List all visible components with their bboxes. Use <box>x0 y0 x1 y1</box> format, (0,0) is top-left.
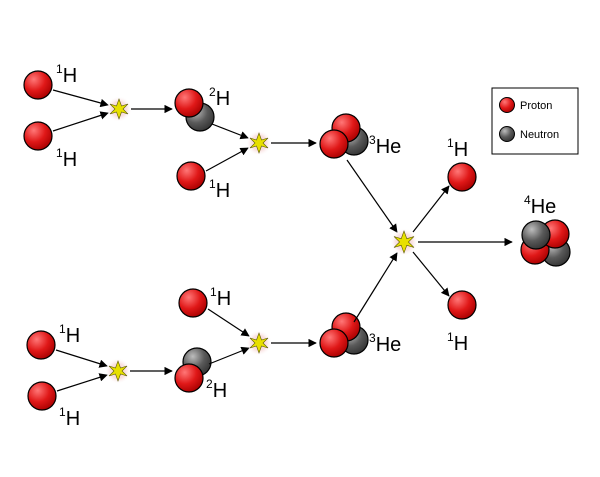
arrow-icon <box>412 251 450 297</box>
fusion-flash-icon <box>106 96 132 122</box>
isotope-label-h1-bottom-3: 1H <box>210 285 231 310</box>
proton-bottom-2 <box>27 381 57 411</box>
helium3-top <box>319 113 369 159</box>
arrow-icon <box>208 346 250 365</box>
isotope-label-he3-top: 3He <box>369 133 401 158</box>
arrow-icon <box>205 147 249 172</box>
isotope-label-h1-bottom-2: 1H <box>59 405 80 430</box>
arrow-icon <box>412 185 450 233</box>
isotope-label-h1-bottom-1: 1H <box>59 322 80 347</box>
isotope-label-he4: 4He <box>524 193 556 218</box>
legend-proton-label: Proton <box>520 100 552 112</box>
fusion-flash-icon <box>105 358 131 384</box>
fusion-flash-icon <box>390 228 418 256</box>
neutron-icon <box>499 126 515 142</box>
proton-icon <box>319 129 349 159</box>
helium3-bottom <box>319 312 369 358</box>
arrow-icon <box>52 111 109 132</box>
proton-icon <box>447 290 477 320</box>
isotope-label-h1-released-top: 1H <box>447 136 468 161</box>
proton-icon <box>23 121 53 151</box>
released-proton-top <box>447 162 477 192</box>
proton-bottom-3 <box>178 288 208 318</box>
proton-icon <box>499 97 515 113</box>
legend-neutron-label: Neutron <box>520 129 559 141</box>
legend: Proton Neutron <box>491 87 579 155</box>
isotope-label-he3-bottom: 3He <box>369 331 401 356</box>
arrow-icon <box>353 252 398 323</box>
fusion-flash-icon <box>246 330 272 356</box>
proton-bottom-1 <box>26 330 56 360</box>
proton-top-2 <box>23 121 53 151</box>
proton-icon <box>26 330 56 360</box>
arrow-icon <box>207 308 250 337</box>
isotope-label-h1-top-3: 1H <box>209 177 230 202</box>
proton-icon <box>447 162 477 192</box>
arrow-icon <box>56 373 108 392</box>
isotope-label-h1-released-bottom: 1H <box>447 330 468 355</box>
proton-top-1 <box>23 70 53 100</box>
arrow-icon <box>55 349 108 368</box>
proton-icon <box>178 288 208 318</box>
arrow-icon <box>211 123 249 140</box>
helium4 <box>520 219 571 267</box>
proton-icon <box>174 363 204 393</box>
proton-icon <box>176 161 206 191</box>
deuterium-top <box>174 88 215 132</box>
arrow-icon <box>346 159 398 233</box>
deuterium-bottom <box>174 347 212 393</box>
neutron-icon <box>521 220 551 250</box>
isotope-label-h2-bottom: 2H <box>206 377 227 402</box>
proton-icon <box>27 381 57 411</box>
proton-icon <box>174 88 204 118</box>
proton-icon <box>319 328 349 358</box>
proton-top-3 <box>176 161 206 191</box>
released-proton-bottom <box>447 290 477 320</box>
isotope-label-h1-top-2: 1H <box>56 146 77 171</box>
proton-icon <box>23 70 53 100</box>
isotope-label-h1-top-1: 1H <box>56 62 77 87</box>
fusion-flash-icon <box>246 130 272 156</box>
isotope-label-h2-top: 2H <box>209 85 230 110</box>
arrow-icon <box>52 89 109 108</box>
